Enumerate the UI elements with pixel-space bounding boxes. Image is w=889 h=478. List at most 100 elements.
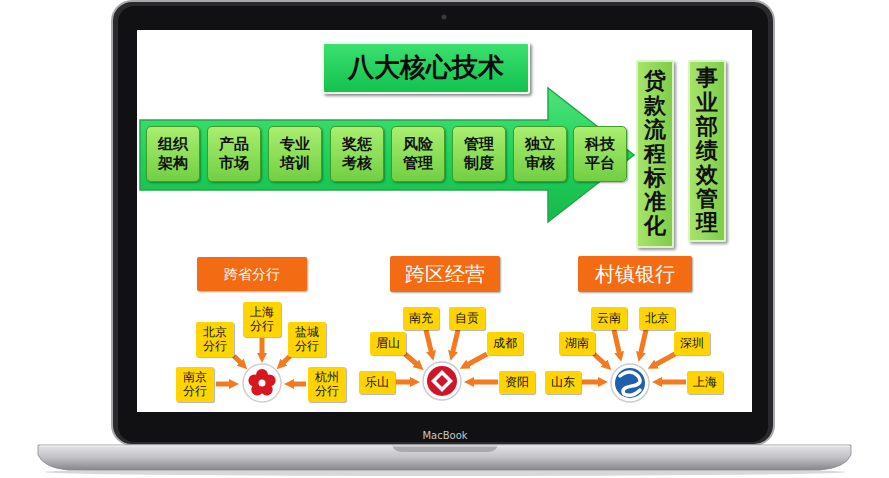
technique-box: 风险管理 bbox=[391, 126, 445, 182]
branch-box: 资阳 bbox=[499, 371, 535, 394]
logo-ring bbox=[611, 364, 649, 402]
branch-arrow bbox=[396, 380, 414, 385]
branch-arrow bbox=[281, 356, 290, 365]
logo-center bbox=[259, 380, 266, 387]
branch-arrow bbox=[582, 380, 602, 385]
bank-logo bbox=[423, 362, 461, 400]
branch-box: 南京分行 bbox=[176, 367, 214, 402]
box-text: 自贡 bbox=[455, 311, 479, 325]
branch-box: 湖南 bbox=[559, 332, 595, 355]
logo-diamond bbox=[436, 375, 448, 387]
logo-petal bbox=[248, 375, 260, 387]
branch-arrow bbox=[234, 356, 243, 365]
technique-box: 科技平台 bbox=[573, 126, 627, 182]
technique-box: 独立审核 bbox=[513, 126, 567, 182]
branch-arrow bbox=[216, 382, 233, 387]
box-text: 跨区经营 bbox=[405, 262, 485, 286]
branch-box: 上海分行 bbox=[243, 302, 281, 337]
category-banner: 跨区经营 bbox=[390, 256, 500, 292]
branch-box: 南充 bbox=[403, 307, 439, 330]
laptop-base bbox=[38, 445, 851, 470]
technique-box: 管理制度 bbox=[452, 126, 506, 182]
technique-box: 专业培训 bbox=[268, 126, 322, 182]
branch-box: 成都 bbox=[487, 332, 523, 355]
category-banner: 跨省分行 bbox=[197, 257, 307, 291]
box-text: 眉山 bbox=[376, 336, 400, 350]
branch-box: 乐山 bbox=[359, 371, 395, 394]
branch-box: 云南 bbox=[591, 307, 627, 330]
box-text: 成都 bbox=[493, 336, 517, 350]
box-text: 专业培训 bbox=[280, 135, 310, 173]
branch-arrow bbox=[290, 382, 306, 387]
box-text: 管理制度 bbox=[464, 135, 494, 173]
box-text: 北京分行 bbox=[203, 325, 227, 354]
branch-box: 山东 bbox=[545, 371, 581, 394]
branch-arrow bbox=[614, 330, 620, 356]
laptop-lid bbox=[112, 1, 774, 445]
branch-arrow bbox=[594, 354, 607, 366]
logo-disc bbox=[615, 368, 645, 398]
box-text: 事业部绩效管理 bbox=[696, 66, 718, 235]
box-text: 南京分行 bbox=[183, 370, 207, 399]
box-text: 上海分行 bbox=[250, 305, 274, 334]
technique-box: 组织架构 bbox=[146, 126, 200, 182]
screen-bezel bbox=[118, 6, 768, 442]
branch-arrow bbox=[658, 380, 686, 385]
technique-box: 产品市场 bbox=[207, 126, 261, 182]
box-text: 上海 bbox=[693, 375, 717, 389]
heading-box: 八大核心技术 bbox=[322, 42, 530, 94]
bank-logo bbox=[611, 364, 649, 402]
branch-box: 上海 bbox=[687, 371, 723, 394]
branch-arrow bbox=[260, 338, 265, 357]
process-arrow bbox=[140, 88, 634, 222]
box-text: 组织架构 bbox=[158, 135, 188, 173]
box-text: 村镇银行 bbox=[595, 262, 675, 286]
box-text: 盐城分行 bbox=[295, 325, 319, 354]
branch-box: 杭州分行 bbox=[308, 367, 346, 402]
brand-label: MacBook bbox=[395, 430, 495, 441]
base-highlight bbox=[40, 446, 849, 447]
logo-disc bbox=[427, 366, 457, 396]
screen bbox=[137, 30, 752, 412]
box-text: 杭州分行 bbox=[315, 370, 339, 399]
branch-arrow bbox=[426, 330, 432, 355]
technique-box: 奖惩考核 bbox=[330, 126, 384, 182]
branch-box: 眉山 bbox=[370, 332, 406, 355]
box-text: 贷款流程标准化 bbox=[644, 69, 666, 238]
box-text: 北京 bbox=[645, 311, 669, 325]
branch-arrow bbox=[470, 380, 498, 385]
column-box: 事业部绩效管理 bbox=[688, 60, 726, 242]
box-text: 独立审核 bbox=[525, 135, 555, 173]
logo-diamond bbox=[431, 370, 453, 392]
branch-box: 北京 bbox=[639, 307, 675, 330]
branch-box: 盐城分行 bbox=[288, 322, 326, 357]
branch-box: 自贡 bbox=[449, 307, 485, 330]
box-text: 南充 bbox=[409, 311, 433, 325]
box-text: 产品市场 bbox=[219, 135, 249, 173]
branch-arrow bbox=[640, 330, 646, 356]
branch-box: 深圳 bbox=[674, 332, 710, 355]
branch-arrow bbox=[465, 354, 487, 366]
column-box: 贷款流程标准化 bbox=[636, 60, 674, 248]
box-text: 云南 bbox=[597, 311, 621, 325]
camera bbox=[442, 15, 447, 20]
category-banner: 村镇银行 bbox=[578, 256, 692, 292]
bank-logo bbox=[243, 364, 281, 402]
box-text: 八大核心技术 bbox=[348, 52, 504, 83]
box-text: 乐山 bbox=[365, 375, 389, 389]
logo-ring bbox=[243, 364, 281, 402]
box-text: 跨省分行 bbox=[224, 266, 280, 283]
box-text: 湖南 bbox=[565, 336, 589, 350]
logo-ring bbox=[423, 362, 461, 400]
box-text: 资阳 bbox=[505, 375, 529, 389]
box-text: 科技平台 bbox=[585, 135, 615, 173]
branch-box: 北京分行 bbox=[196, 322, 234, 357]
box-text: 奖惩考核 bbox=[342, 135, 372, 173]
logo-swirl bbox=[620, 372, 640, 395]
branch-arrow bbox=[653, 354, 675, 366]
branch-arrow bbox=[405, 354, 419, 366]
box-text: 深圳 bbox=[680, 336, 704, 350]
box-text: 山东 bbox=[551, 375, 575, 389]
branch-arrow bbox=[452, 330, 458, 355]
